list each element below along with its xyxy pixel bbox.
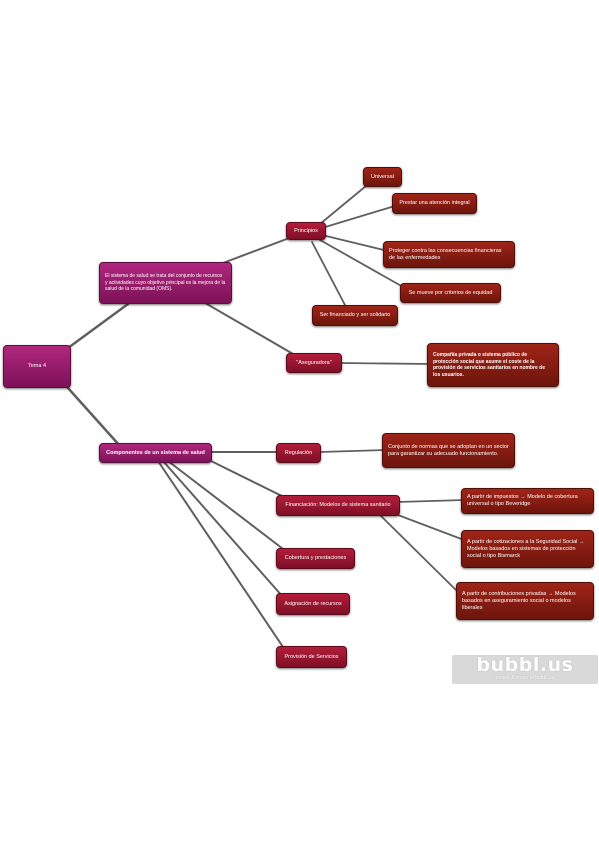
node-universal-label: Universal bbox=[371, 173, 394, 180]
edge-componentes-provision bbox=[157, 460, 284, 648]
edge-regulacion-def bbox=[319, 449, 386, 453]
node-equidad[interactable]: Se mueve por criterios de equidad bbox=[400, 283, 501, 303]
node-beveridge[interactable]: A partir de impuestos → Modelo de cobert… bbox=[461, 488, 594, 514]
edge-financiacion-bismarck bbox=[389, 511, 465, 541]
node-sistema-salud[interactable]: El sistema de salud se trata del conjunt… bbox=[99, 262, 232, 304]
node-liberales-label: A partir de contribuciones privadas → Mo… bbox=[462, 590, 576, 611]
edge-tema-componentes bbox=[66, 386, 122, 448]
edge-sistema-aseguradora bbox=[199, 299, 301, 359]
node-componentes-label: Componentes de un sistema de salud bbox=[106, 449, 205, 456]
edge-principios-proteger bbox=[321, 234, 393, 253]
node-beveridge-label: A partir de impuestos → Modelo de cobert… bbox=[467, 494, 578, 507]
node-asignacion[interactable]: Asignación de recursos bbox=[276, 593, 350, 615]
edge-principios-solidario bbox=[311, 241, 346, 306]
edge-tema-sistema bbox=[66, 302, 130, 350]
node-financiacion[interactable]: Financiación: Modelos de sistema sanitar… bbox=[276, 495, 400, 516]
edge-principios-integral bbox=[321, 204, 399, 229]
node-proteger[interactable]: Proteger contra las consecuencias financ… bbox=[383, 241, 515, 268]
node-aseguradora-def-label: Compañía privada o sistema público de pr… bbox=[433, 352, 545, 378]
node-regulacion[interactable]: Regulación bbox=[276, 443, 321, 463]
node-equidad-label: Se mueve por criterios de equidad bbox=[408, 289, 493, 296]
edge-financiacion-beveridge bbox=[397, 499, 465, 503]
edge-componentes-financiacion bbox=[204, 457, 291, 501]
node-universal[interactable]: Universal bbox=[363, 167, 402, 187]
edge-principios-universal bbox=[319, 180, 373, 225]
node-aseguradora-label: "Aseguradora" bbox=[296, 359, 332, 366]
node-principios-label: Principios bbox=[294, 227, 318, 234]
node-regulacion-def[interactable]: Conjunto de normas que se adoptan en un … bbox=[382, 433, 515, 468]
node-cobertura-label: Cobertura y prestaciones bbox=[284, 555, 347, 561]
edge-aseguradora-def bbox=[339, 362, 431, 365]
node-integral-label: Prestar una atención integral bbox=[399, 200, 470, 206]
node-cobertura[interactable]: Cobertura y prestaciones bbox=[276, 548, 355, 569]
node-financiacion-label: Financiación: Modelos de sistema sanitar… bbox=[285, 502, 391, 508]
node-asignacion-label: Asignación de recursos bbox=[284, 600, 342, 607]
edge-sistema-principios bbox=[222, 236, 293, 264]
node-tema4-label: Tema 4 bbox=[27, 363, 47, 369]
node-regulacion-def-label: Conjunto de normas que se adoptan en un … bbox=[388, 443, 509, 457]
node-solidario[interactable]: Ser financiado y ser solidario bbox=[312, 305, 398, 326]
logo-brand: bubbl.us bbox=[476, 654, 574, 676]
node-proteger-label: Proteger contra las consecuencias financ… bbox=[389, 247, 502, 261]
node-provision-label: Provisión de Servicios bbox=[284, 653, 339, 660]
edge-componentes-cobertura bbox=[167, 460, 288, 553]
bubblus-logo: bubbl.us create & share at bubbl.us bbox=[452, 655, 598, 684]
logo-tagline: create & share at bubbl.us bbox=[495, 675, 555, 681]
node-sistema-salud-label: El sistema de salud se trata del conjunt… bbox=[105, 273, 226, 293]
node-solidario-label: Ser financiado y ser solidario bbox=[319, 312, 391, 318]
edge-financiacion-liberales bbox=[379, 514, 459, 593]
edge-componentes-asignacion bbox=[162, 460, 284, 598]
node-integral[interactable]: Prestar una atención integral bbox=[392, 193, 477, 214]
node-provision[interactable]: Provisión de Servicios bbox=[276, 646, 347, 668]
node-aseguradora-def[interactable]: Compañía privada o sistema público de pr… bbox=[427, 343, 559, 387]
node-componentes[interactable]: Componentes de un sistema de salud bbox=[99, 443, 212, 463]
node-bismarck-label: A partir de cotizaciones a la Seguridad … bbox=[467, 538, 585, 559]
node-tema4[interactable]: Tema 4 bbox=[3, 345, 71, 388]
node-bismarck[interactable]: A partir de cotizaciones a la Seguridad … bbox=[461, 530, 594, 568]
node-liberales[interactable]: A partir de contribuciones privadas → Mo… bbox=[456, 582, 594, 620]
edge-principios-equidad bbox=[319, 239, 413, 293]
node-aseguradora[interactable]: "Aseguradora" bbox=[286, 353, 342, 373]
node-principios[interactable]: Principios bbox=[286, 222, 326, 240]
node-regulacion-label: Regulación bbox=[284, 449, 313, 456]
